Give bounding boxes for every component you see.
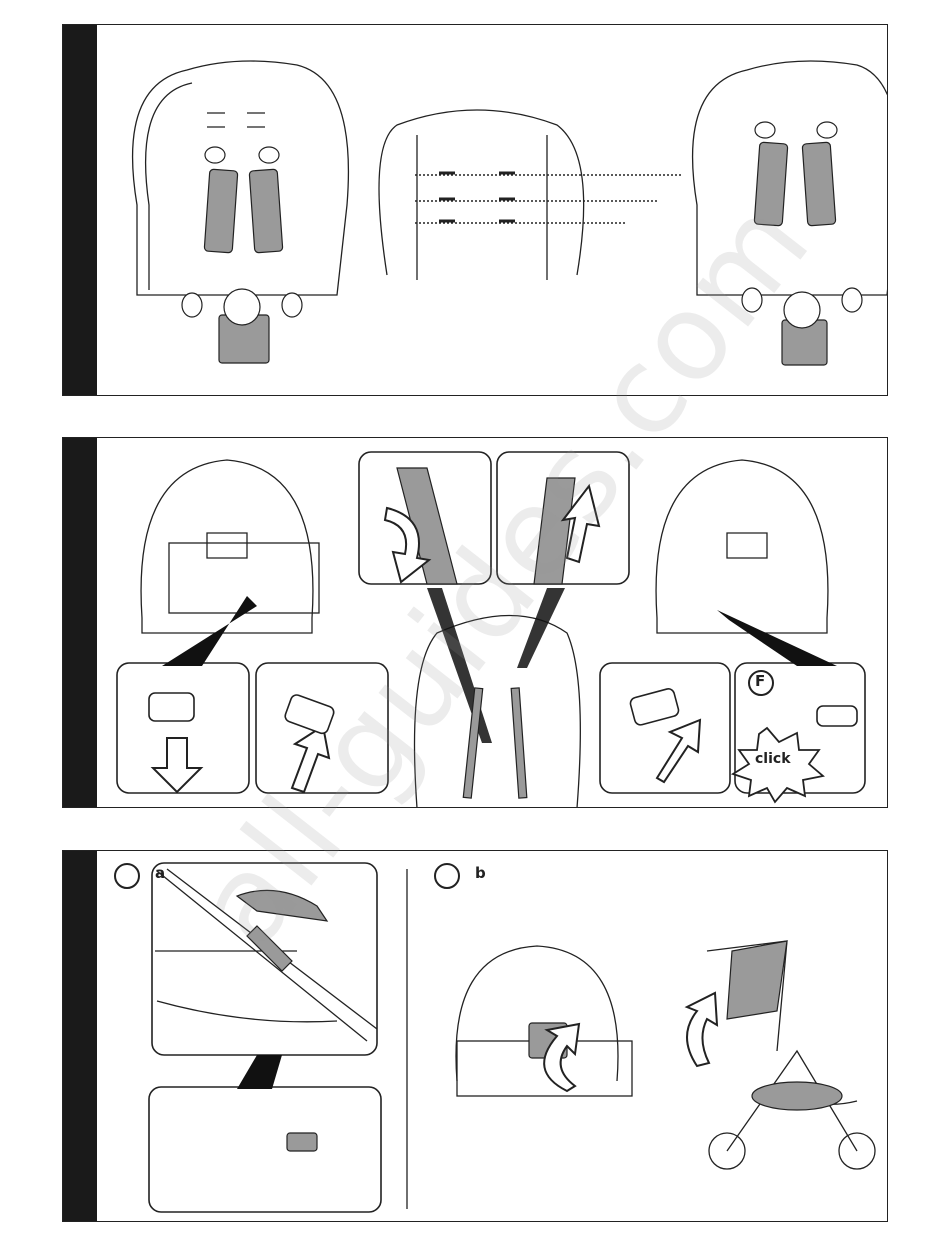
harness-height-illustration <box>97 25 887 396</box>
instruction-panel-3: a b <box>62 850 888 1222</box>
step-label-b: b <box>475 864 486 882</box>
curved-arrow-icon <box>687 993 717 1066</box>
step-label-a: a <box>155 864 165 882</box>
callout-letter: F <box>755 672 765 690</box>
panel-tab <box>63 438 97 807</box>
panel-tab <box>63 851 97 1221</box>
backrest-adjust-illustration <box>97 851 887 1222</box>
instruction-panel-2: F click <box>62 437 888 808</box>
click-label: click <box>755 751 791 767</box>
panel-tab <box>63 25 97 395</box>
instruction-panel-1 <box>62 24 888 396</box>
